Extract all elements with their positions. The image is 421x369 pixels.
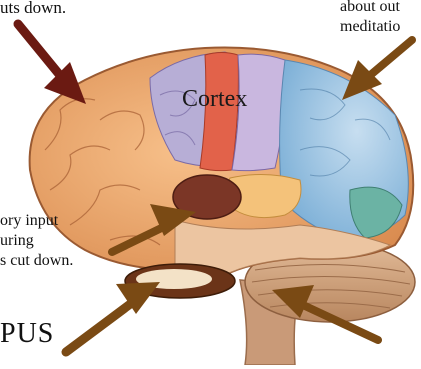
label-top-right-line2: meditatio [340, 18, 400, 36]
label-middle-line3: s cut down. [0, 252, 73, 270]
label-cortex: Cortex [182, 86, 247, 113]
arrow-top-right [342, 40, 412, 100]
label-bottom-left: PUS [0, 318, 54, 350]
label-top-left: uts down. [0, 0, 66, 18]
label-top-right-line1: about out [340, 0, 400, 16]
label-middle-line1: ory input [0, 212, 58, 230]
arrow-lower-left [66, 282, 160, 352]
label-middle-line2: uring [0, 232, 34, 250]
arrow-top-left [18, 24, 86, 104]
